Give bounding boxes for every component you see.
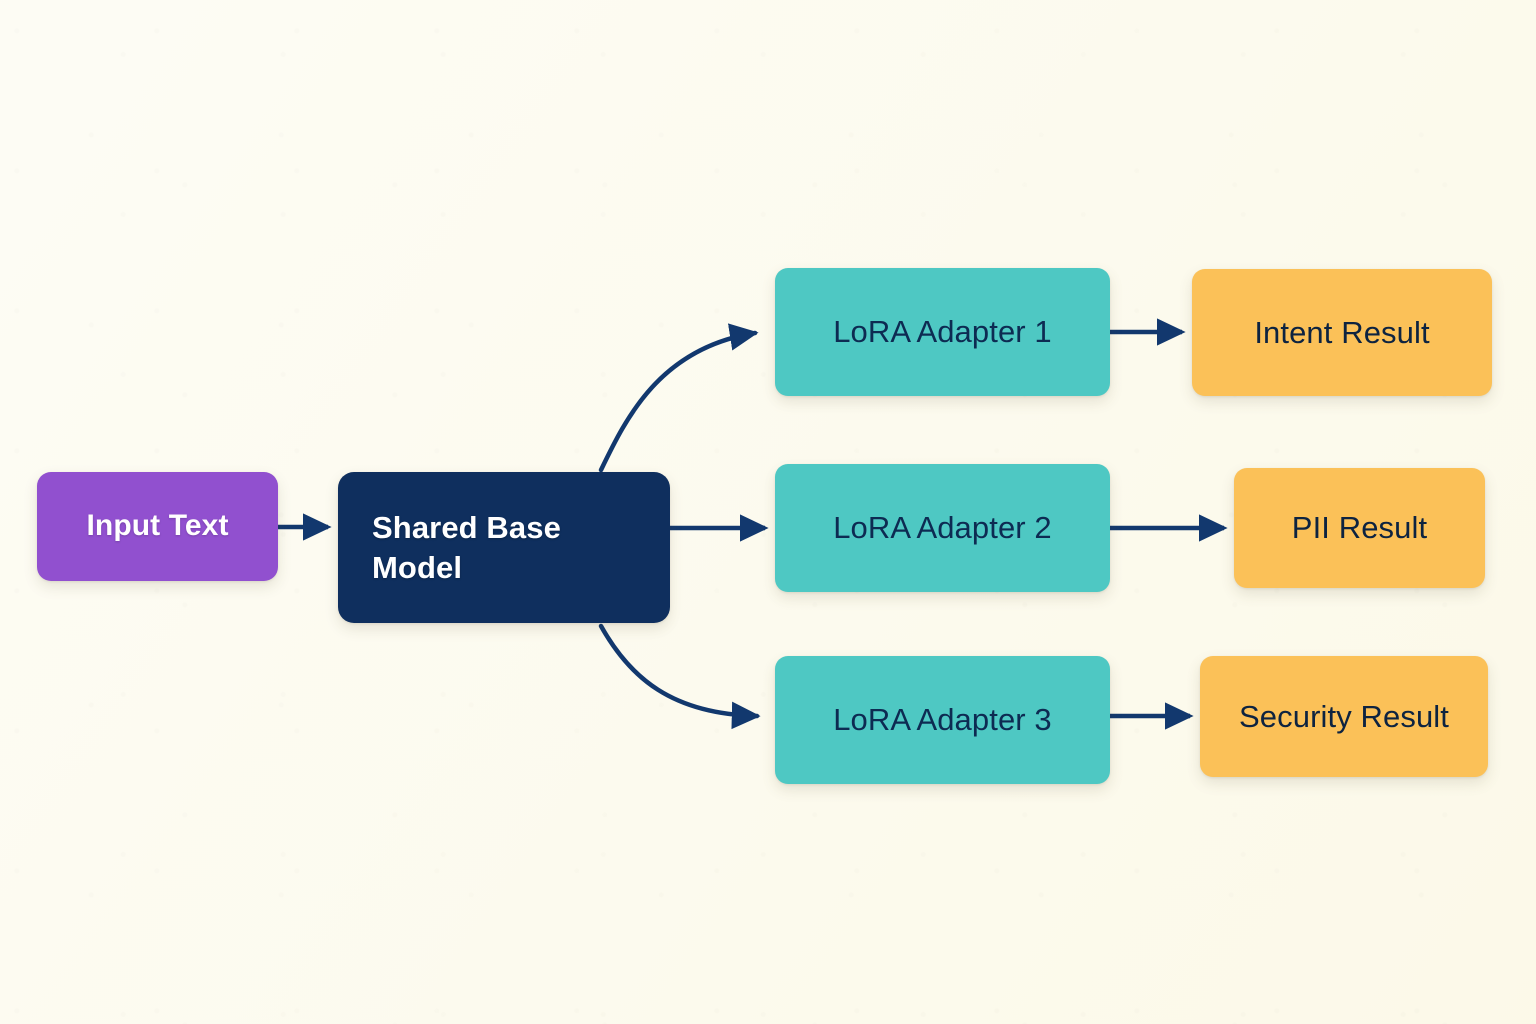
node-input-text-label: Input Text [86,509,229,543]
node-lora-adapter-2[interactable]: LoRA Adapter 2 [775,464,1110,592]
node-lora-adapter-3[interactable]: LoRA Adapter 3 [775,656,1110,784]
node-lora-adapter-1-label: LoRA Adapter 1 [833,314,1052,350]
node-intent-result[interactable]: Intent Result [1192,269,1492,396]
node-lora-adapter-3-label: LoRA Adapter 3 [833,702,1052,738]
node-pii-result-label: PII Result [1291,510,1428,546]
node-intent-result-label: Intent Result [1254,314,1430,350]
node-lora-adapter-1[interactable]: LoRA Adapter 1 [775,268,1110,396]
node-security-result-label: Security Result [1239,698,1449,734]
node-shared-base-model-label: Shared Base Model [372,509,561,585]
node-pii-result[interactable]: PII Result [1234,468,1485,588]
edge-base-to-adapter1 [598,323,759,473]
node-input-text[interactable]: Input Text [37,472,278,581]
edge-base-to-adapter3 [598,623,761,730]
node-security-result[interactable]: Security Result [1200,656,1488,777]
node-shared-base-model[interactable]: Shared Base Model [338,472,670,623]
node-lora-adapter-2-label: LoRA Adapter 2 [833,510,1052,546]
